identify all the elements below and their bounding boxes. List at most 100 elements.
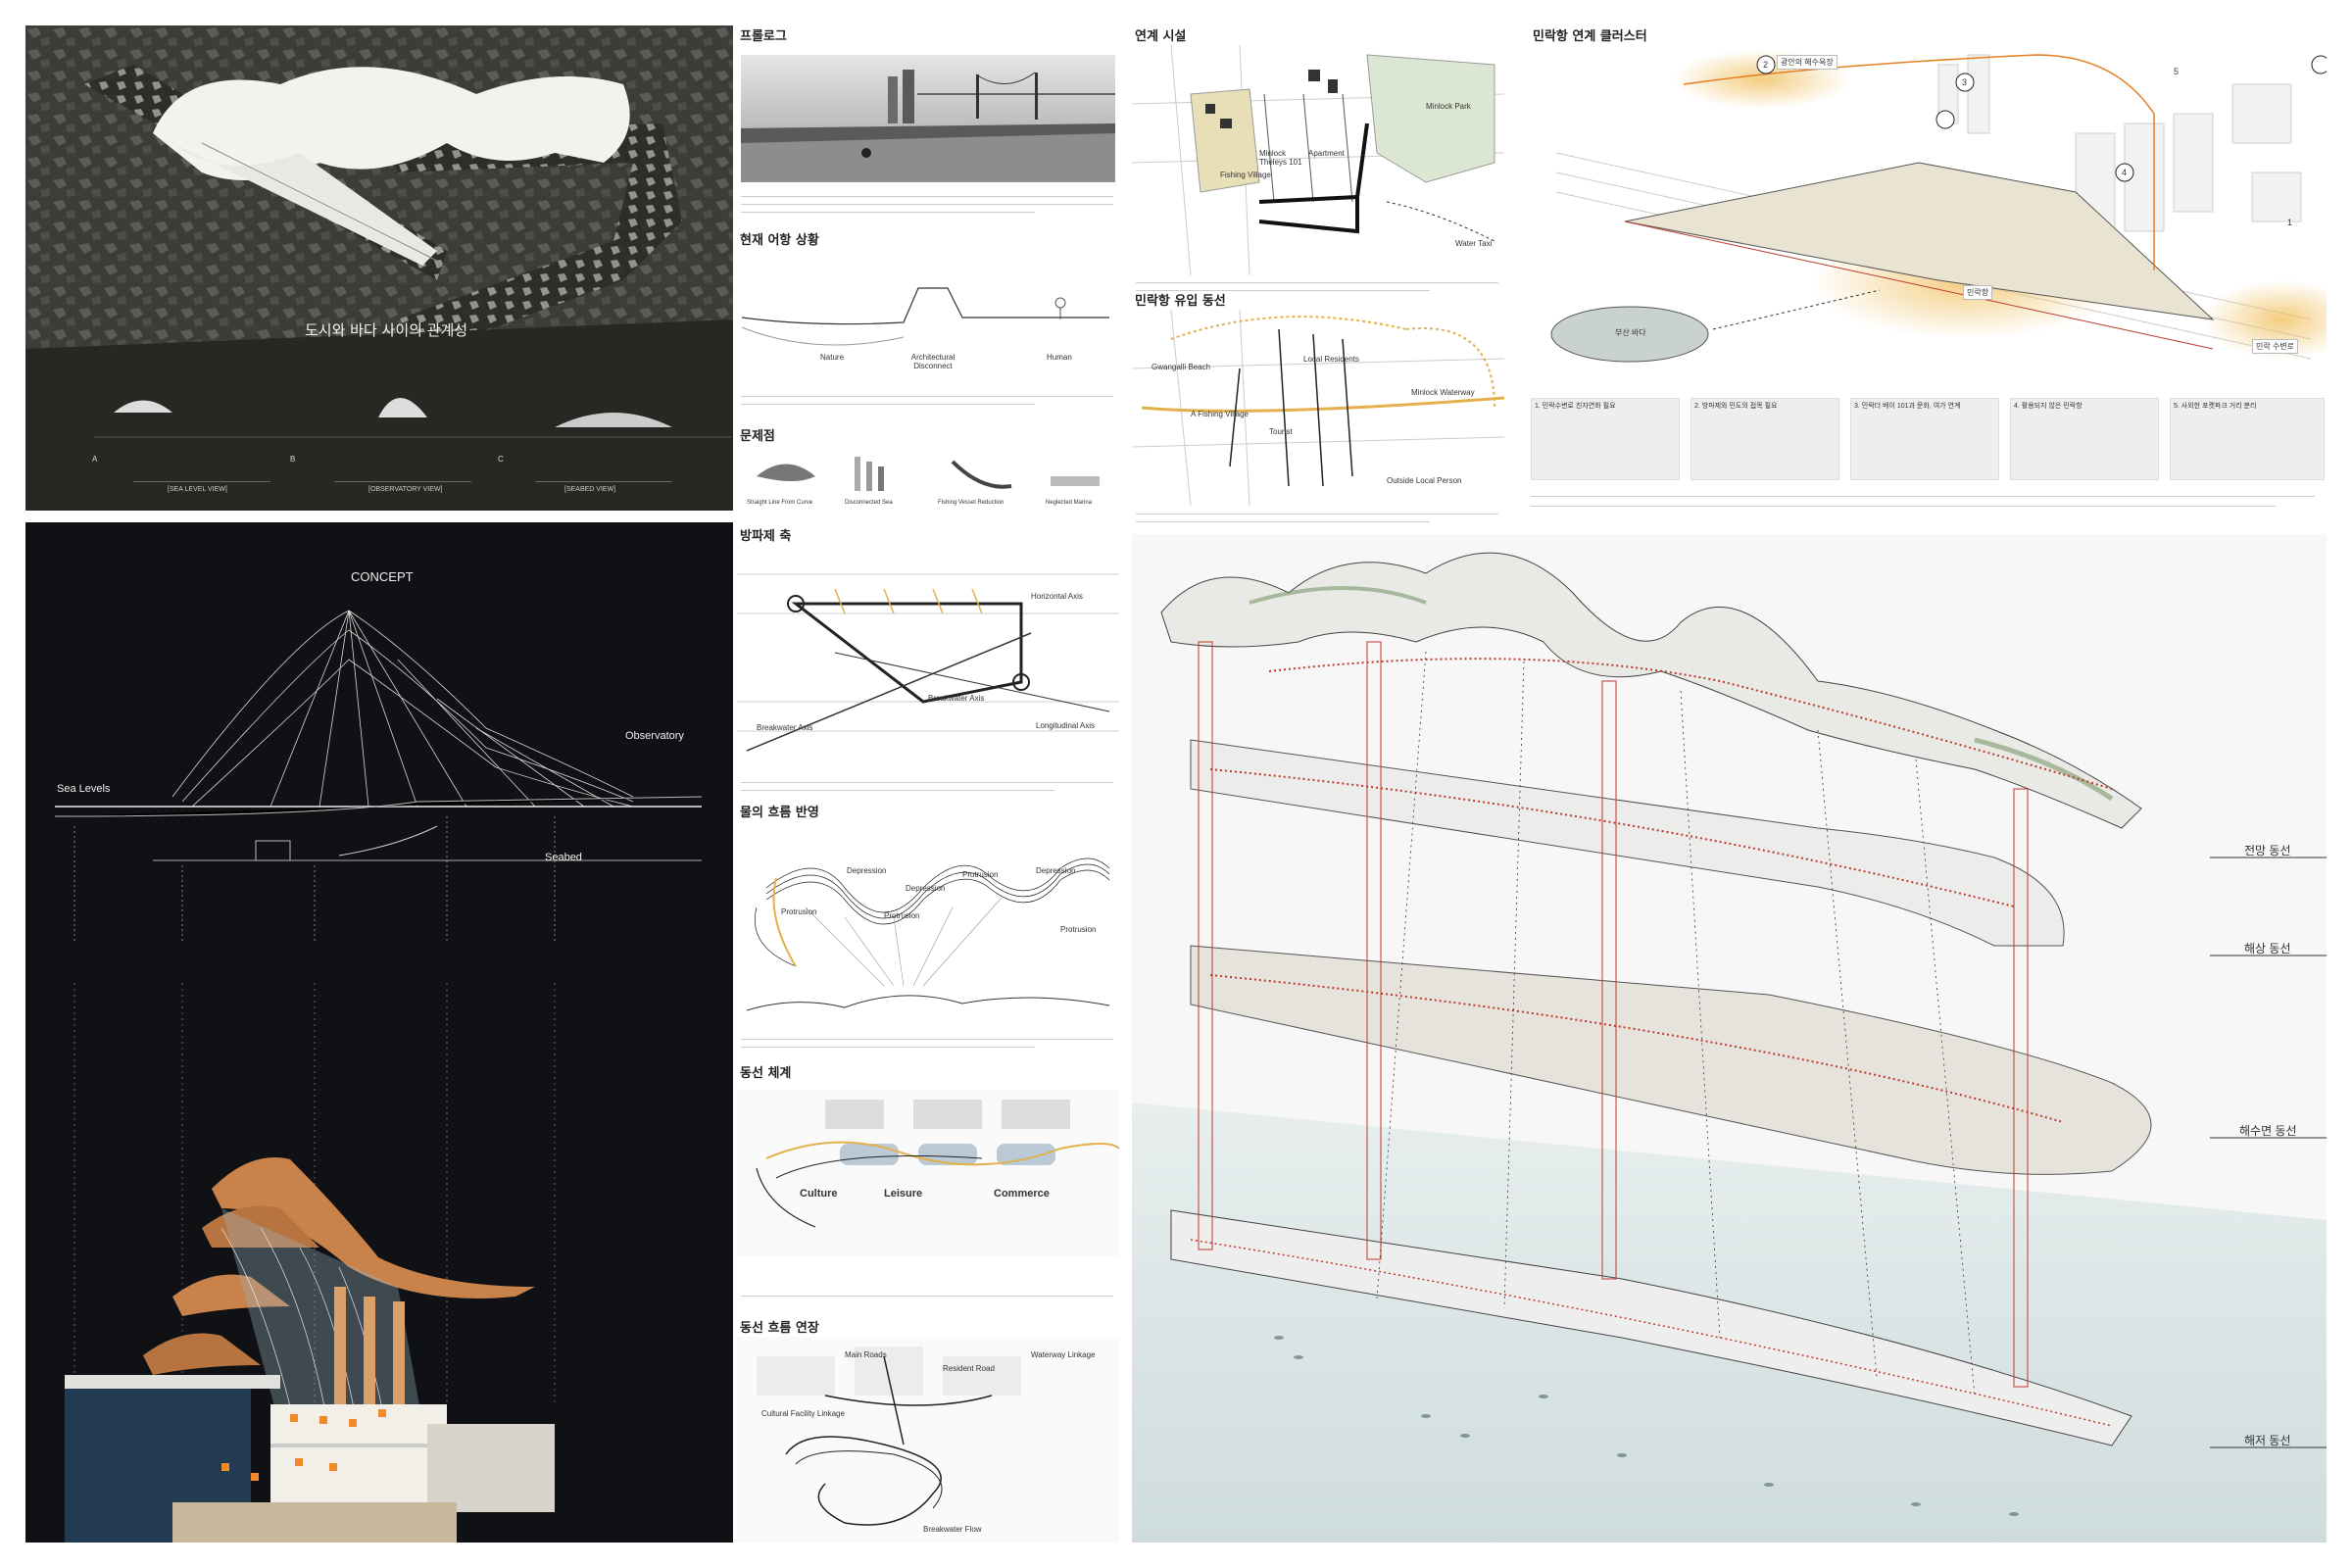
concept-label-observatory: Observatory	[625, 730, 684, 742]
axis-label-breakwater-2: Breakwater Axis	[757, 723, 813, 732]
aerial-model-drawing	[25, 25, 733, 511]
inflow-label-residents: Local Residents	[1303, 355, 1359, 364]
flow-label-protrusion-2: Protrusion	[962, 870, 999, 879]
facilities-heading: 연계 시설	[1135, 29, 1187, 44]
flow-label-depression-3: Depression	[1036, 866, 1076, 875]
current-text-line-2	[741, 404, 1035, 405]
flow-label-protrusion-1: Protrusion	[781, 907, 817, 916]
problem-label-fishing: Fishing Vessel Reduction	[938, 500, 1004, 506]
inflow-label-fishing: A Fishing Village	[1191, 410, 1249, 418]
axis-label-longitudinal: Longitudinal Axis	[1036, 721, 1096, 730]
current-text-line	[741, 396, 1113, 397]
flow-label-depression-1: Depression	[847, 866, 887, 875]
inflow-map	[1132, 310, 1504, 506]
cluster-marker-5: 5	[2174, 67, 2180, 76]
cluster-marker-3: 3	[1962, 77, 1968, 87]
current-heading: 현재 어항 상황	[740, 233, 819, 248]
waterflow-heading: 물의 흐름 반영	[740, 806, 819, 820]
current-section-drawing	[741, 287, 1109, 346]
view-label-seabed: [SEABED VIEW]	[564, 486, 616, 493]
analysis-column: 프롤로그 현재 어항 상황 Nature Architectural Disco…	[737, 25, 1119, 1543]
current-label-nature: Nature	[820, 353, 845, 362]
facility-label-theleys: Minlock Theleys 101	[1259, 149, 1302, 167]
facility-label-taxi: Water Taxi	[1455, 239, 1493, 248]
concept-label-sea-levels: Sea Levels	[57, 783, 111, 795]
facility-label-apartment: Apartment	[1308, 149, 1345, 158]
prologue-photo	[741, 55, 1115, 182]
cluster-callout-busan-sea: 부산 바다	[1615, 328, 1646, 337]
cluster-step-label-1: 1. 민락수변로 친자연화 필요	[1535, 403, 1616, 410]
flow-label-protrusion-4: Protrusion	[1060, 925, 1097, 934]
cluster-marker-1: 1	[2287, 218, 2293, 227]
inflow-label-tourist: Tourist	[1269, 427, 1293, 436]
extension-heading: 동선 흐름 연장	[740, 1321, 819, 1336]
cluster-step-2	[1690, 398, 1839, 480]
inflow-text-line-2	[1136, 521, 1430, 522]
prologue-text-line	[741, 196, 1113, 197]
axis-drawing	[737, 573, 1119, 752]
problems-icons	[757, 457, 1100, 491]
current-label-human: Human	[1047, 353, 1072, 362]
problems-heading: 문제점	[740, 429, 775, 444]
cluster-callout-top: 광안의 해수욕장	[1777, 55, 1838, 70]
layer-label-seabed: 해저 동선	[2244, 1434, 2291, 1447]
prologue-photo-drawing	[741, 70, 1115, 182]
inflow-label-beach: Gwangalli Beach	[1152, 363, 1211, 371]
extension-label-main-roads: Main Roads	[845, 1350, 887, 1359]
cluster-drawing	[1550, 50, 2327, 363]
aerial-title: 도시와 바다 사이의 관계성	[305, 321, 468, 339]
axis-text-line	[741, 782, 1113, 783]
site-column: 연계 시설 Fishing Village Minlock Park Minlo…	[1132, 25, 1504, 525]
cluster-step-label-2: 2. 방파제와 민도의 접목 필요	[1694, 403, 1778, 410]
prologue-heading: 프롤로그	[740, 29, 787, 44]
concept-label-seabed: Seabed	[545, 852, 582, 863]
inflow-label-outside: Outside Local Person	[1387, 476, 1462, 485]
extension-drawing	[737, 1337, 1119, 1543]
facility-label-village: Fishing Village	[1220, 171, 1271, 179]
cluster-marker-4: 4	[2122, 168, 2128, 177]
facilities-text-line-2	[1136, 290, 1430, 291]
cluster-step-label-3: 3. 민락더 베이 101과 문화, 여가 연계	[1854, 403, 1961, 410]
cluster-step-4	[2010, 398, 2159, 480]
facilities-map	[1132, 45, 1504, 275]
circulation-drawing	[737, 1090, 1119, 1256]
cluster-heading: 민락항 연계 클러스터	[1533, 29, 1647, 44]
flow-label-protrusion-3: Protrusion	[884, 911, 920, 920]
facilities-text-line	[1136, 282, 1498, 283]
extension-label-breakwater: Breakwater Flow	[923, 1525, 982, 1534]
layer-label-sea-surface: 해수면 동선	[2239, 1124, 2297, 1138]
flow-label-depression-2: Depression	[906, 884, 946, 893]
circulation-label-culture: Culture	[800, 1188, 838, 1200]
view-label-sea-level: [SEA LEVEL VIEW]	[168, 486, 227, 493]
inflow-heading: 민락항 유입 동선	[1135, 294, 1226, 309]
extension-label-waterway: Waterway Linkage	[1031, 1350, 1096, 1359]
problem-label-straight: Straight Line From Curve	[747, 500, 813, 506]
extension-label-resident: Resident Road	[943, 1364, 995, 1373]
layer-label-marine: 해상 동선	[2244, 942, 2291, 956]
circulation-label-commerce: Commerce	[994, 1188, 1050, 1200]
cluster-text-line	[1531, 496, 2315, 497]
view-letter-b: B	[290, 455, 296, 464]
waterflow-drawing	[746, 858, 1110, 1011]
cluster-step-5	[2170, 398, 2325, 480]
current-label-disconnect: Architectural Disconnect	[910, 353, 956, 370]
layer-label-observatory: 전망 동선	[2244, 844, 2291, 858]
circulation-heading: 동선 체계	[740, 1066, 792, 1081]
prologue-text-line-2	[741, 204, 1113, 205]
cluster-marker-2: 2	[1763, 60, 1769, 70]
exploded-drawing	[1132, 534, 2327, 1543]
waterflow-text-line-2	[741, 1047, 1035, 1048]
extension-label-cultural: Cultural Facility Linkage	[761, 1409, 845, 1418]
axis-text-line-2	[741, 790, 1054, 791]
axis-heading: 방파제 축	[740, 529, 792, 544]
axis-label-breakwater-1: Breakwater Axis	[928, 694, 985, 703]
concept-title: CONCEPT	[351, 569, 414, 584]
prologue-text-line-3	[741, 212, 1035, 213]
cluster-step-label-5: 5. 사외한 포켓파크 거리 분리	[2174, 403, 2257, 410]
cluster-step-label-4: 4. 활용되지 않은 민락항	[2014, 403, 2082, 410]
circulation-text-line	[741, 1296, 1113, 1297]
cluster-panel: 민락항 연계 클러스터 1 2 3 4 5 광안의 해수욕장 민락항 부산 바다…	[1527, 25, 2327, 525]
problem-label-disconnected: Disconnected Sea	[845, 500, 893, 506]
view-letter-a: A	[92, 455, 98, 464]
circulation-label-leisure: Leisure	[884, 1188, 923, 1200]
